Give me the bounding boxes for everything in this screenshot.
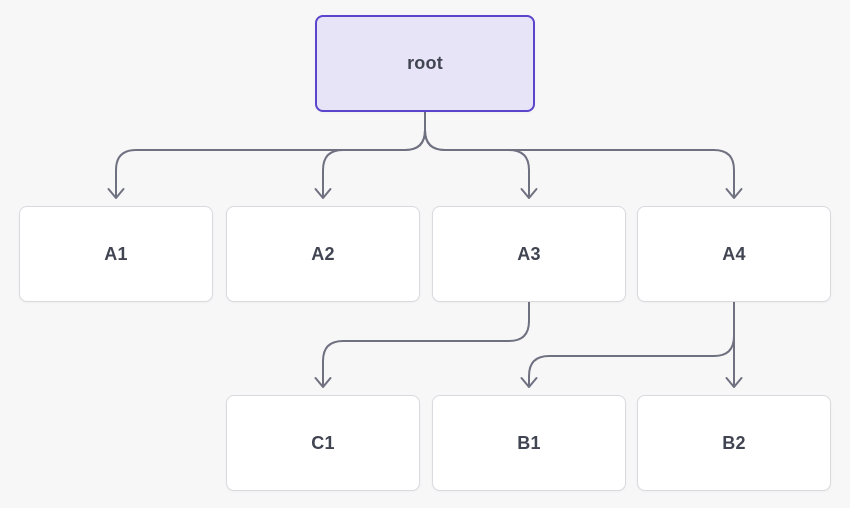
node-B1[interactable]: B1 [432, 395, 626, 491]
node-label: root [407, 53, 443, 73]
node-A1[interactable]: A1 [19, 206, 213, 302]
node-label: B2 [722, 432, 746, 453]
node-C1[interactable]: C1 [226, 395, 420, 491]
node-label: A3 [517, 243, 541, 264]
node-A2[interactable]: A2 [226, 206, 420, 302]
node-B2[interactable]: B2 [637, 395, 831, 491]
node-label: A2 [311, 243, 335, 264]
node-label: B1 [517, 432, 541, 453]
node-A3[interactable]: A3 [432, 206, 626, 302]
node-A4[interactable]: A4 [637, 206, 831, 302]
node-label: A4 [722, 243, 746, 264]
node-label: C1 [311, 432, 335, 453]
node-label: A1 [104, 243, 128, 264]
node-root[interactable]: root [315, 15, 535, 112]
